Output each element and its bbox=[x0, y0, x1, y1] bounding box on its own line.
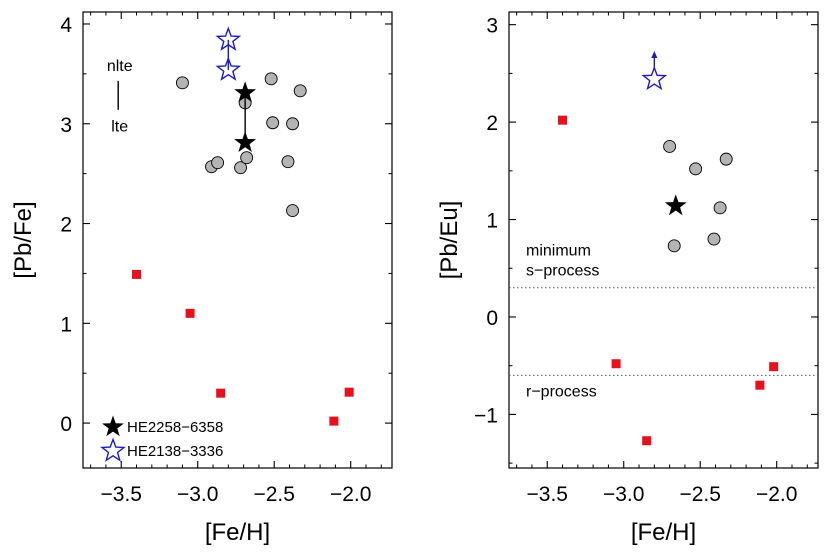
reference-line-label: s−process bbox=[526, 263, 599, 280]
left-y-tick-label: 1 bbox=[60, 313, 72, 336]
left-gray-circle-point bbox=[266, 116, 280, 130]
right-x-tick-label: −3.0 bbox=[603, 483, 644, 506]
right-gray-circle-point bbox=[689, 162, 703, 176]
left-filled-star-point bbox=[234, 81, 257, 103]
right-plot-frame bbox=[508, 11, 819, 469]
right-gray-circle-point bbox=[707, 232, 721, 246]
legend-label: HE2258−6358 bbox=[127, 419, 223, 436]
right-open-star-point bbox=[641, 65, 668, 91]
left-gray-circle-point bbox=[264, 72, 278, 86]
left-gray-circle-point bbox=[175, 76, 189, 90]
right-y-tick-label: 2 bbox=[486, 112, 498, 135]
right-x-tick-label: −2.0 bbox=[756, 483, 797, 506]
right-filled-star-point bbox=[664, 194, 687, 216]
left-open-star-point bbox=[215, 56, 242, 81]
left-gray-circle-point bbox=[286, 204, 300, 218]
right-red-square-point bbox=[769, 362, 779, 372]
left-panel-pb-fe: −3.5 −3.0 −2.5 −2.0 0 1 2 3 4 [Fe/H] [Pb/Fe] nlte lt… bbox=[10, 11, 393, 546]
legend-open-star bbox=[100, 437, 126, 462]
left-red-square-point bbox=[329, 416, 339, 426]
left-red-square-point bbox=[216, 388, 226, 398]
right-red-square-point bbox=[558, 115, 568, 125]
legend-filled-star bbox=[102, 415, 124, 437]
left-y-tick-label: 2 bbox=[60, 214, 72, 237]
right-y-tick-label: −1 bbox=[474, 404, 498, 427]
left-y-tick-label: 3 bbox=[60, 114, 72, 137]
right-red-square-point bbox=[642, 436, 652, 446]
right-gray-circle-point bbox=[667, 239, 681, 253]
left-gray-circle-point bbox=[293, 84, 307, 98]
annotation-nlte: nlte bbox=[107, 58, 133, 75]
right-y-axis-label: [Pb/Eu] bbox=[436, 201, 463, 280]
right-gray-circle-point bbox=[663, 140, 677, 153]
left-gray-circle-point bbox=[240, 151, 254, 165]
annotation-lte: lte bbox=[111, 119, 128, 136]
right-red-square-point bbox=[755, 380, 765, 390]
left-red-square-point bbox=[185, 308, 195, 318]
left-x-tick-label: −3.0 bbox=[177, 483, 218, 506]
left-gray-circle-point bbox=[286, 117, 300, 131]
left-y-tick-label: 4 bbox=[60, 14, 72, 37]
left-plot-frame bbox=[82, 11, 393, 469]
right-x-axis-label: [Fe/H] bbox=[631, 519, 696, 546]
right-y-tick-label: 0 bbox=[486, 307, 498, 330]
left-gray-circle-point bbox=[234, 161, 248, 175]
reference-line-label: minimum bbox=[526, 243, 591, 260]
right-x-tick-label: −2.5 bbox=[679, 483, 720, 506]
right-gray-circle-point bbox=[713, 201, 727, 215]
left-red-square-point bbox=[132, 269, 142, 279]
reference-line-label: r−process bbox=[526, 383, 597, 400]
left-gray-circle-point bbox=[211, 156, 225, 170]
left-filled-star-point bbox=[234, 131, 257, 153]
left-red-square-point bbox=[344, 387, 354, 397]
left-gray-circle-point bbox=[281, 155, 295, 169]
legend-label: HE2138−3336 bbox=[127, 443, 223, 460]
left-x-tick-label: −3.5 bbox=[101, 483, 142, 506]
right-gray-circle-point bbox=[719, 152, 733, 166]
left-open-star-point bbox=[215, 26, 242, 51]
left-x-tick-label: −2.5 bbox=[253, 483, 294, 506]
right-x-tick-label: −3.5 bbox=[527, 483, 568, 506]
right-y-tick-label: 3 bbox=[486, 15, 498, 38]
right-y-tick-label: 1 bbox=[486, 210, 498, 233]
left-x-tick-label: −2.0 bbox=[330, 483, 371, 506]
right-panel-pb-eu: −3.5 −3.0 −2.5 −2.0 −1 0 1 2 3 [Fe/H] [Pb/Eu] minim… bbox=[436, 11, 819, 546]
left-x-axis-label: [Fe/H] bbox=[205, 519, 270, 546]
left-y-axis-label: [Pb/Fe] bbox=[10, 201, 37, 278]
lower-limit-arrow-head bbox=[651, 50, 658, 58]
right-red-square-point bbox=[611, 359, 621, 369]
left-y-tick-label: 0 bbox=[60, 413, 72, 436]
